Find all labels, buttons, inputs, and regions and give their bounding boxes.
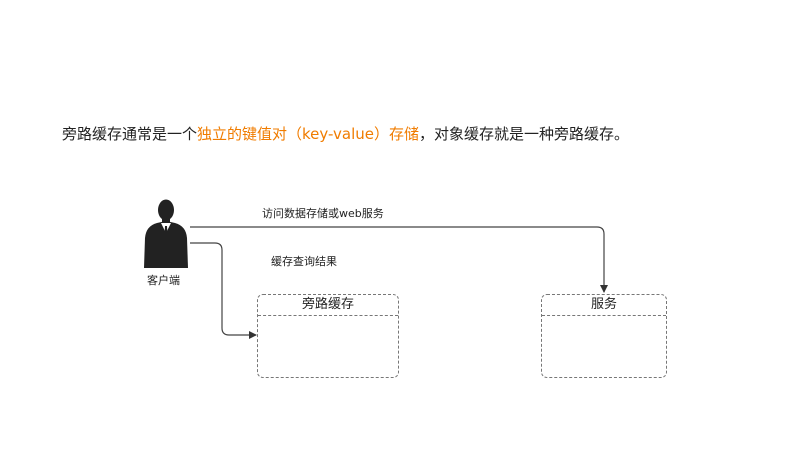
- intro-highlight: 独立的键值对（key-value）存储: [197, 125, 419, 143]
- edge-to-service: [190, 226, 608, 293]
- businessman-icon: [144, 199, 188, 268]
- client-label: 客户端: [147, 274, 180, 287]
- cache-box-title: 旁路缓存: [258, 295, 398, 316]
- edge-to-service-label: 访问数据存储或web服务: [262, 207, 384, 220]
- intro-text-start: 旁路缓存通常是一个: [62, 125, 198, 143]
- service-box-title: 服务: [542, 295, 666, 316]
- intro-text-end: ，对象缓存就是一种旁路缓存。: [419, 125, 630, 143]
- intro-sentence: 旁路缓存通常是一个独立的键值对（key-value）存储，对象缓存就是一种旁路缓…: [62, 124, 629, 144]
- cache-box: 旁路缓存: [257, 294, 399, 378]
- edge-to-cache-label: 缓存查询结果: [271, 255, 337, 268]
- service-box: 服务: [541, 294, 667, 378]
- edge-to-cache: [190, 242, 257, 339]
